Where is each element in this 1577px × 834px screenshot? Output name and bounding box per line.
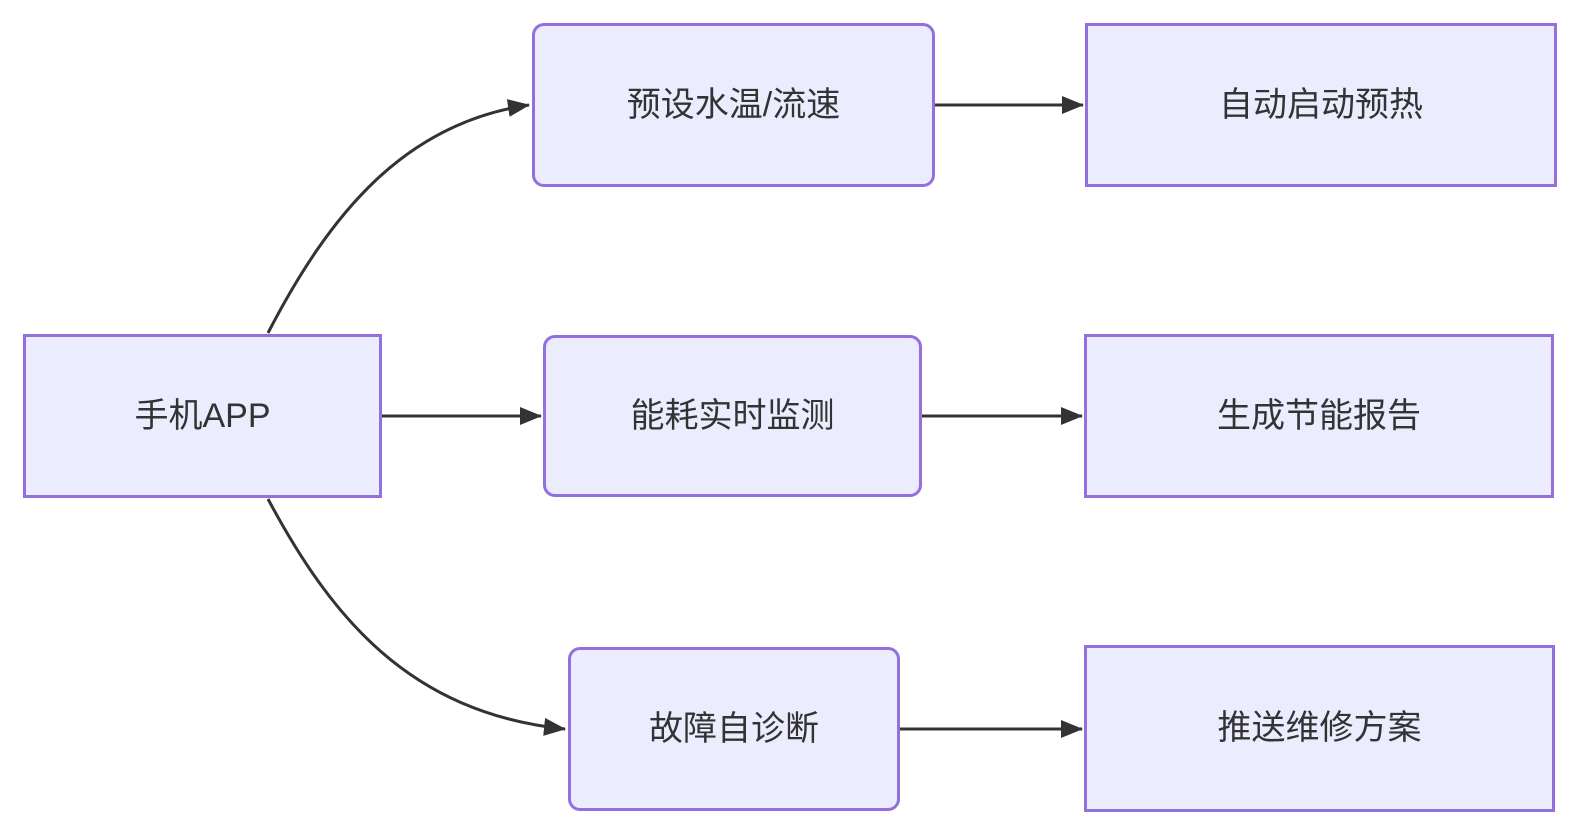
node-fault-self-diagnosis-label: 故障自诊断 xyxy=(649,709,819,748)
edge-app-to-fault xyxy=(266,498,566,736)
node-preset-water-temp-flow-label: 预设水温/流速 xyxy=(626,85,841,124)
node-push-repair-plan-label: 推送维修方案 xyxy=(1217,709,1422,748)
node-auto-start-preheat-label: 自动启动预热 xyxy=(1219,85,1423,124)
node-push-repair-plan: 推送维修方案 xyxy=(1084,645,1555,812)
node-mobile-app: 手机APP xyxy=(23,334,382,498)
edge-app-to-preset xyxy=(266,99,530,334)
node-generate-energy-report-label: 生成节能报告 xyxy=(1217,396,1421,435)
node-energy-realtime-monitor: 能耗实时监测 xyxy=(543,335,922,497)
node-generate-energy-report: 生成节能报告 xyxy=(1084,334,1554,498)
node-mobile-app-label: 手机APP xyxy=(134,396,271,435)
node-auto-start-preheat: 自动启动预热 xyxy=(1085,23,1557,187)
node-preset-water-temp-flow: 预设水温/流速 xyxy=(532,23,935,187)
node-energy-realtime-monitor-label: 能耗实时监测 xyxy=(630,396,835,435)
node-fault-self-diagnosis: 故障自诊断 xyxy=(568,647,900,811)
